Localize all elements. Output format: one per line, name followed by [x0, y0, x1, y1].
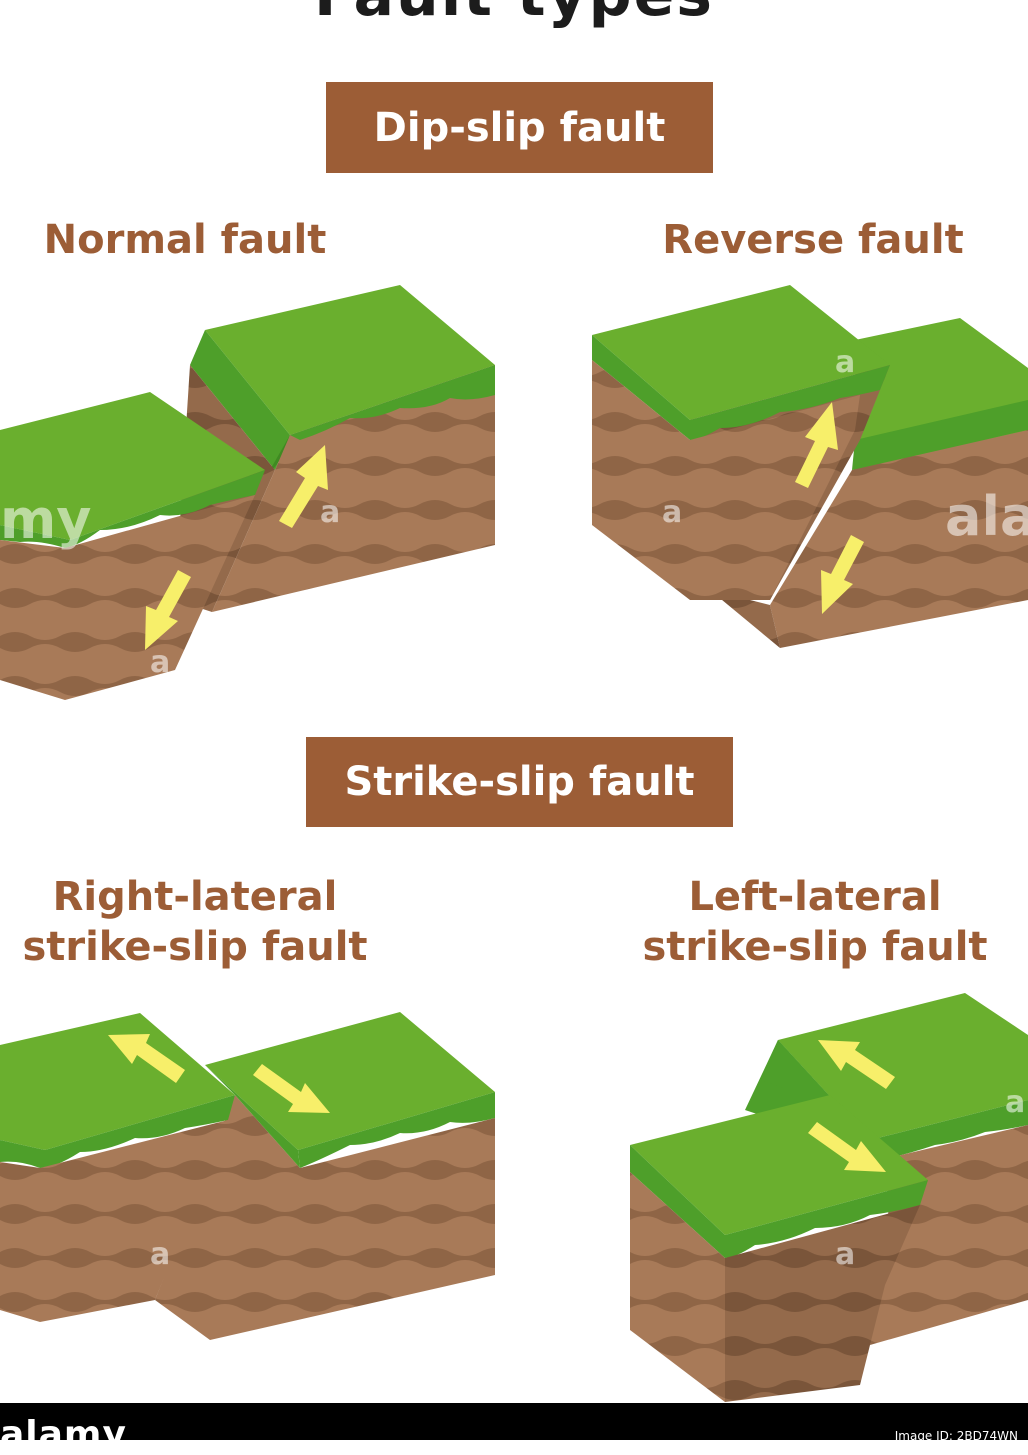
block-face [0, 1013, 235, 1150]
heading-line: Reverse fault [662, 217, 964, 263]
strike-slip-banner: Strike-slip fault [306, 737, 733, 827]
block-face [725, 1205, 920, 1402]
heading-line: Left-lateral [688, 874, 942, 920]
left-lateral-heading: Left-lateral strike-slip fault [620, 872, 1010, 972]
grass-edge [0, 470, 265, 548]
heading-line: strike-slip fault [22, 924, 368, 970]
block-face [630, 1172, 725, 1402]
footer-bar: alamy Image ID: 2BD74WN [0, 1403, 1028, 1453]
grass-edge [630, 1145, 928, 1258]
watermark: my [0, 488, 92, 551]
left-lateral-diagram [630, 993, 1028, 1402]
heading-line: Right-lateral [52, 874, 338, 920]
block-face [190, 330, 290, 470]
watermark: a [835, 1237, 856, 1272]
heading-line: strike-slip fault [642, 924, 988, 970]
arrow-up [279, 445, 328, 528]
watermark: a [835, 345, 856, 380]
arrow-left-up [818, 1040, 895, 1089]
watermark: alan [945, 485, 1028, 548]
normal-fault-diagram [0, 285, 495, 700]
grass-edge [298, 1092, 495, 1168]
image-id: Image ID: 2BD74WN [894, 1429, 1018, 1443]
block-face [205, 1012, 495, 1150]
watermark: a [150, 645, 171, 680]
heading-line: Normal fault [43, 217, 327, 263]
arrow-up [795, 402, 838, 488]
arrow-right-down [808, 1122, 886, 1172]
grass-edge [852, 400, 1028, 470]
alamy-logo: alamy [0, 1414, 127, 1455]
block-face [0, 495, 255, 700]
dip-slip-banner: Dip-slip fault [326, 82, 713, 173]
block-face [710, 590, 780, 648]
reverse-fault-diagram [592, 285, 1028, 648]
block-face [0, 1120, 228, 1322]
block-face [0, 392, 265, 540]
block-face [155, 1095, 495, 1340]
grass-edge [0, 1095, 235, 1168]
arrow-down [145, 570, 191, 650]
arrow-left-up [108, 1034, 185, 1083]
block-face [205, 285, 495, 435]
watermark: a [320, 495, 341, 530]
arrow-down [821, 535, 864, 614]
right-lateral-heading: Right-lateral strike-slip fault [0, 872, 390, 972]
block-face [630, 1095, 928, 1235]
block-face [592, 360, 690, 600]
normal-fault-heading: Normal fault [0, 215, 370, 265]
page-title-cut: Fault types [0, 0, 1028, 30]
block-face [592, 285, 890, 420]
block-face [212, 365, 495, 612]
arrow-right-down [253, 1064, 330, 1113]
watermark: a [1005, 1085, 1026, 1120]
watermark: a [662, 495, 683, 530]
reverse-fault-heading: Reverse fault [613, 215, 1013, 265]
right-lateral-diagram [0, 1012, 495, 1340]
grass-edge [592, 335, 890, 440]
watermark: a [150, 1237, 171, 1272]
grass-edge [870, 1100, 1028, 1160]
grass-edge [290, 365, 495, 440]
block-face [778, 993, 1028, 1140]
